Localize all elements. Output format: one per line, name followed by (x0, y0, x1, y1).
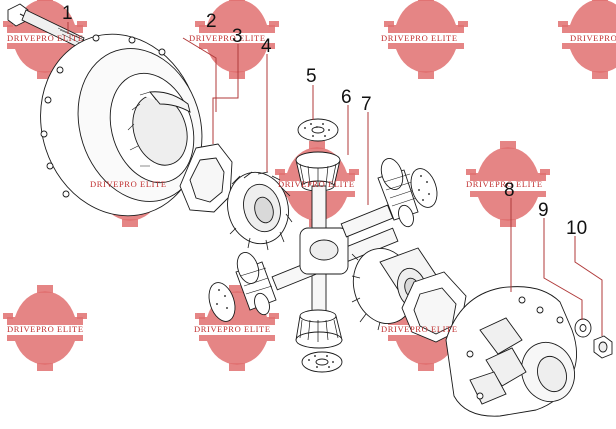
watermark-labels: DRIVEPRO ELITE DRIVEPRO ELITE DRIVEPRO E… (7, 33, 616, 334)
callout-number: 10 (566, 218, 587, 239)
watermark-label: DRIVEPRO ELITE (90, 179, 167, 189)
leader-2 (182, 37, 217, 112)
callout-number: 8 (504, 180, 515, 201)
watermark-label: DRIVEPRO ELITE (194, 324, 271, 334)
pinion-washer-top (297, 118, 339, 142)
watermark-label: DRIVEPRO ELITE (7, 324, 84, 334)
callout-numbers: 1 2 3 4 5 6 7 8 9 10 (62, 3, 587, 239)
leader-lines (67, 22, 603, 336)
watermark-label: DRIVEPRO ELITE (466, 179, 543, 189)
pinion-gear-top (295, 151, 341, 192)
watermark-label: DRIVEPRO ELITE (278, 179, 355, 189)
watermark-label: DRIVEPRO ELITE (381, 33, 458, 43)
side-gear-left (227, 171, 293, 251)
pinion-gear-right (377, 158, 438, 228)
callout-number: 7 (361, 94, 372, 115)
callout-number: 2 (206, 11, 217, 32)
nut-10 (593, 335, 613, 359)
watermark-label: DRIVEPRO ELITE (189, 33, 266, 43)
callout-number: 9 (538, 200, 549, 221)
callout-number: 6 (341, 87, 352, 108)
differential-case (445, 286, 577, 417)
washer-9 (574, 318, 592, 338)
leader-10 (574, 236, 603, 336)
cross-shaft-spider (271, 185, 399, 335)
leader-3 (212, 44, 239, 144)
watermark-label: DRIVEPRO ELITE (7, 33, 84, 43)
watermark-label: DRIVEPRO ELITE (381, 324, 458, 334)
watermark-label: DRIVEPRO ELITE (570, 33, 616, 43)
parts (7, 3, 613, 417)
callout-number: 4 (261, 36, 272, 57)
leader-9 (543, 218, 583, 320)
callout-number: 3 (232, 26, 243, 47)
pinion-gear-left (208, 252, 277, 322)
callout-number: 5 (306, 66, 317, 87)
thrust-washer (179, 143, 233, 213)
flange-housing (40, 33, 203, 217)
pinion-gear-bottom (295, 309, 343, 373)
callout-number: 1 (62, 3, 73, 24)
